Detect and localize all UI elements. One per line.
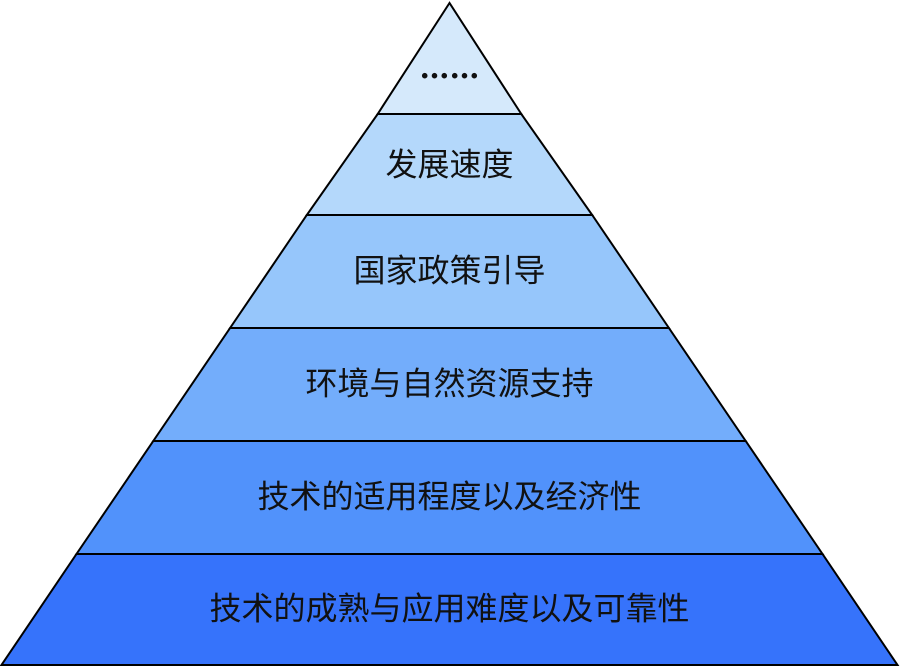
tier-1-label: 发展速度 [385,146,513,184]
tier-0: …… [375,1,524,115]
tier-3: 环境与自然资源支持 [151,327,748,442]
tier-5: 技术的成熟与应用难度以及可靠性 [0,553,900,666]
tier-0-label: …… [420,51,480,86]
tier-5-shape [0,553,900,666]
tier-1: 发展速度 [304,113,595,216]
tier-5-label: 技术的成熟与应用难度以及可靠性 [209,590,689,628]
tier-2: 国家政策引导 [228,214,671,329]
tier-2-label: 国家政策引导 [353,252,545,290]
tier-4-label: 技术的适用程度以及经济性 [257,478,641,516]
tier-3-label: 环境与自然资源支持 [305,365,593,403]
tier-4: 技术的适用程度以及经济性 [74,440,825,555]
